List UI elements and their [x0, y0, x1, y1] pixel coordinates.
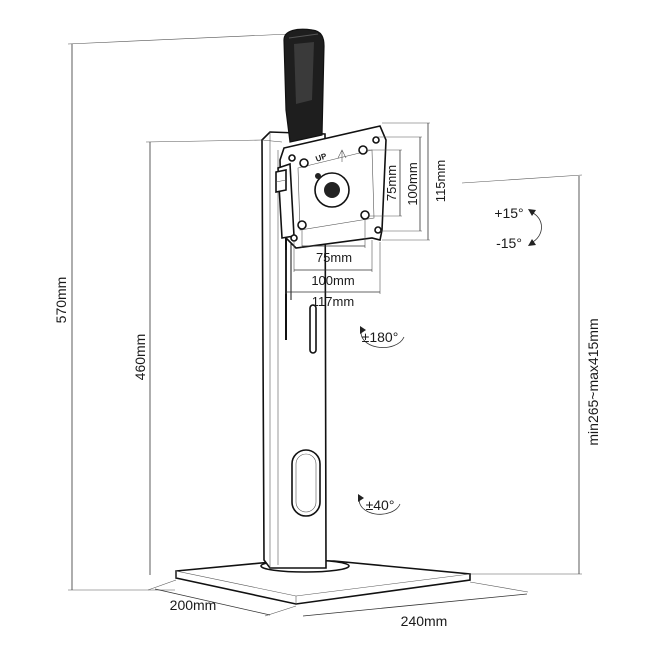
swivel-annotation: ±40°: [358, 494, 401, 515]
vesa-plate: UP: [275, 125, 387, 249]
tilt-annotation: +15° -15°: [494, 205, 542, 251]
curved-double-arrow-icon: [528, 209, 542, 246]
height-total-label: 570mm: [53, 277, 69, 324]
vesa-v-75-label: 75mm: [384, 165, 399, 201]
tilt-up-label: +15°: [494, 205, 523, 221]
circular-arrow-icon: [358, 494, 401, 515]
circular-arrow-icon: [360, 326, 405, 348]
upper-arm: [283, 28, 325, 143]
height-column-dimension: 460mm: [132, 139, 263, 575]
height-total-dimension: 570mm: [53, 33, 291, 591]
up-arrow-icon: [337, 149, 347, 162]
base-width-label: 240mm: [401, 613, 448, 629]
base-depth-label: 200mm: [170, 597, 217, 613]
rotation-label: ±180°: [362, 329, 399, 345]
swivel-label: ±40°: [366, 497, 395, 513]
vesa-h-75-label: 75mm: [316, 250, 352, 265]
rotation-annotation: ±180°: [360, 326, 405, 348]
height-range-dimension: min265~max415mm: [461, 174, 601, 575]
vesa-v-100-label: 100mm: [405, 162, 420, 205]
up-mark-label: UP: [314, 151, 328, 163]
height-column-label: 460mm: [132, 334, 148, 381]
vesa-horizontal-dimensions: 75mm 100mm 117mm: [285, 220, 381, 309]
vesa-h-117-label: 117mm: [312, 294, 354, 309]
vesa-vertical-dimensions: 75mm 100mm 115mm: [366, 122, 448, 241]
tilt-down-label: -15°: [496, 235, 522, 251]
height-range-label: min265~max415mm: [585, 318, 601, 445]
vesa-h-100-label: 100mm: [311, 273, 354, 288]
base-width-dimension: 240mm: [302, 581, 529, 629]
base-depth-dimension: 200mm: [147, 579, 297, 617]
vesa-v-115-label: 115mm: [433, 160, 448, 202]
